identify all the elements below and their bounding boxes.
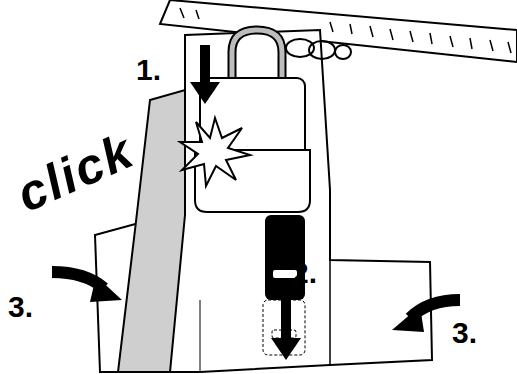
velcro-flap — [118, 90, 185, 372]
arrow-2 — [271, 278, 301, 360]
pouch-crease — [329, 260, 331, 365]
ring — [335, 45, 351, 59]
ring — [309, 41, 335, 59]
callout-number: 3. — [452, 318, 477, 348]
click-burst — [180, 118, 250, 186]
callout-number: 2. — [292, 258, 317, 288]
arrow-3-left — [52, 272, 122, 302]
arrow-1 — [190, 45, 220, 104]
arrow-3-right — [392, 300, 460, 332]
callout-number: 1. — [136, 55, 161, 85]
sound-effect: click — [10, 125, 141, 220]
callout-number: 3. — [8, 292, 33, 322]
pouch — [95, 30, 432, 372]
pouch-crease — [200, 300, 201, 372]
